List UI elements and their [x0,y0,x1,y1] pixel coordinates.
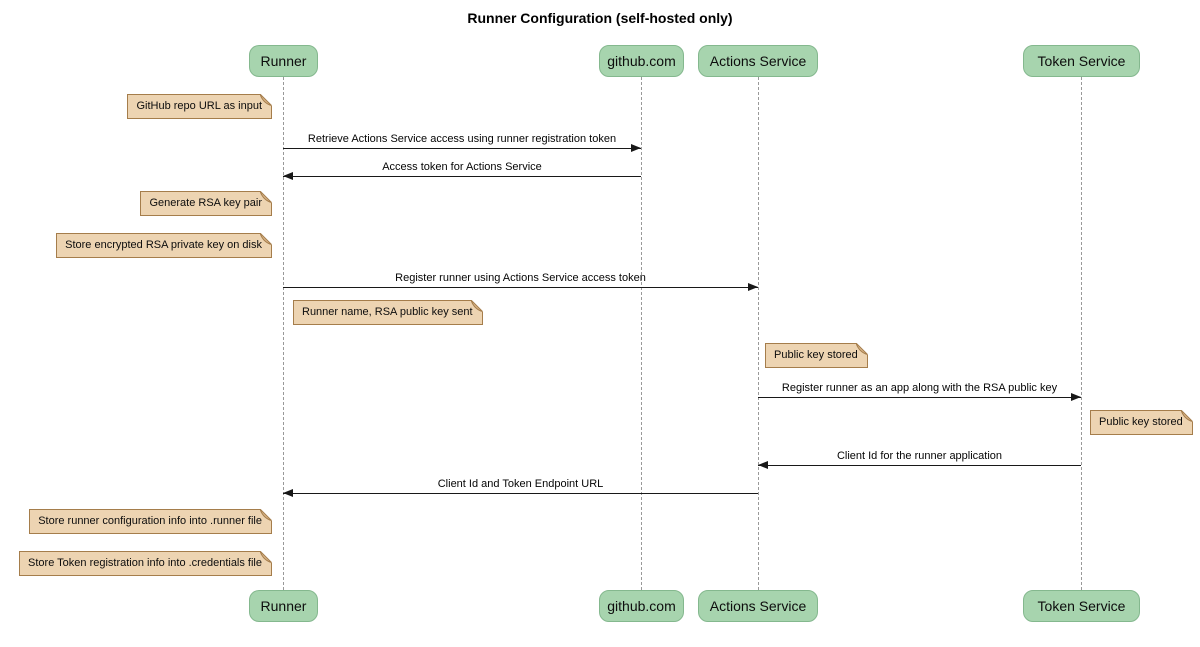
note-text: Generate RSA key pair [149,197,262,209]
note-generate-rsa-key: Generate RSA key pair [140,191,272,216]
participant-runner-bottom: Runner [249,590,318,622]
participant-token-service-top: Token Service [1023,45,1140,77]
note-public-key-stored-token: Public key stored [1090,410,1193,435]
participant-label: Runner [260,598,307,614]
message-arrow [283,489,758,497]
note-store-runner-file: Store runner configuration info into .ru… [29,509,272,534]
note-text: Public key stored [1099,416,1183,428]
note-fold-icon [260,509,272,521]
note-fold-icon [260,191,272,203]
participant-github-bottom: github.com [599,590,684,622]
message-label: Register runner as an app along with the… [781,382,1058,394]
note-fold-icon [1180,410,1193,422]
participant-runner-top: Runner [249,45,318,77]
participant-github-top: github.com [599,45,684,77]
note-store-private-key: Store encrypted RSA private key on disk [56,233,272,258]
note-fold-icon [260,233,272,245]
message-label: Access token for Actions Service [382,161,542,173]
note-text: Store runner configuration info into .ru… [38,515,262,527]
participant-label: github.com [607,53,676,69]
lifeline-token-service [1081,77,1082,590]
participant-actions-service-bottom: Actions Service [698,590,818,622]
note-github-repo-url: GitHub repo URL as input [127,94,272,119]
note-store-credentials-file: Store Token registration info into .cred… [19,551,272,576]
note-fold-icon [260,551,272,563]
participant-label: github.com [607,598,676,614]
lifeline-github [641,77,642,590]
participant-actions-service-top: Actions Service [698,45,818,77]
message-arrow [758,393,1081,401]
diagram-title: Runner Configuration (self-hosted only) [467,10,733,26]
note-text: Store encrypted RSA private key on disk [65,239,262,251]
participant-label: Actions Service [709,598,807,614]
participant-label: Actions Service [709,53,807,69]
note-text: Store Token registration info into .cred… [28,557,262,569]
participant-label: Token Service [1037,53,1126,69]
participant-token-service-bottom: Token Service [1023,590,1140,622]
note-text: GitHub repo URL as input [136,100,262,112]
note-text: Public key stored [774,349,858,361]
lifeline-runner [283,77,284,590]
note-fold-icon [470,300,483,312]
participant-label: Runner [260,53,307,69]
note-public-key-stored-actions: Public key stored [765,343,868,368]
message-arrow [283,172,641,180]
note-text: Runner name, RSA public key sent [302,306,473,318]
note-fold-icon [260,94,272,106]
note-runner-name-sent: Runner name, RSA public key sent [293,300,483,325]
message-label: Retrieve Actions Service access using ru… [307,133,617,145]
message-arrow [758,461,1081,469]
lifeline-actions-service [758,77,759,590]
participant-label: Token Service [1037,598,1126,614]
message-label: Client Id and Token Endpoint URL [437,478,604,490]
message-arrow [283,283,758,291]
note-fold-icon [855,343,868,355]
message-arrow [283,144,641,152]
message-label: Register runner using Actions Service ac… [395,272,646,284]
message-label: Client Id for the runner application [836,450,1003,462]
